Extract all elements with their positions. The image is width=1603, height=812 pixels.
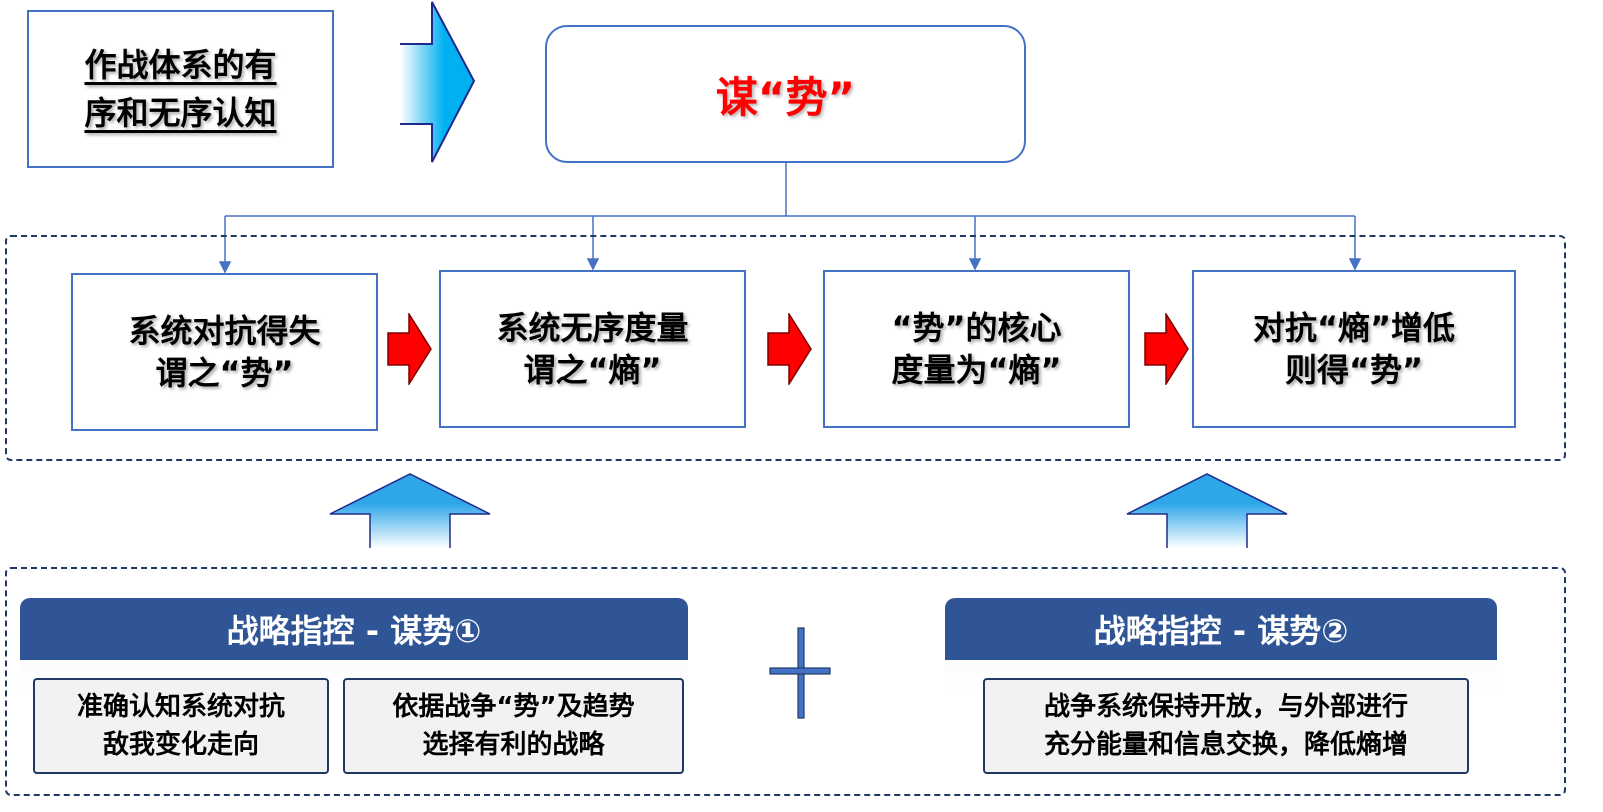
item-line: 准确认知系统对抗 <box>76 692 285 722</box>
step-box-4: 对抗“熵”增低则得“势” <box>1192 270 1516 428</box>
step-4-line2: 则得“势” <box>1284 351 1424 389</box>
concept-line1: 作战体系的有 <box>84 46 277 84</box>
goal-text: 谋“势” <box>715 72 856 122</box>
red-arrow-icon <box>767 313 812 385</box>
step-box-3: “势”的核心度量为“熵” <box>823 270 1130 428</box>
step-box-1: 系统对抗得失谓之“势” <box>71 273 378 431</box>
goal-box: 谋“势” <box>545 25 1026 163</box>
item-line: 充分能量和信息交换，降低熵增 <box>1043 730 1408 760</box>
step-3-line1: “势”的核心 <box>891 309 1062 347</box>
step-2-line1: 系统无序度量 <box>496 309 689 347</box>
up-arrow-icon <box>1126 473 1288 548</box>
item-line: 敌我变化走向 <box>102 730 259 760</box>
concept-line2: 序和无序认知 <box>84 94 277 132</box>
red-arrow-icon <box>387 313 432 385</box>
item-line: 战争系统保持开放，与外部进行 <box>1043 692 1408 722</box>
step-2-line2: 谓之“熵” <box>523 351 662 389</box>
up-arrow-icon <box>329 473 491 548</box>
panel-1-title: 战略指控 - 谋势① <box>20 598 688 660</box>
plus-icon <box>769 627 831 719</box>
panel-1-item-1: 准确认知系统对抗敌我变化走向 <box>33 678 329 774</box>
step-4-line1: 对抗“熵”增低 <box>1252 309 1456 347</box>
step-3-line2: 度量为“熵” <box>891 351 1062 389</box>
panel-1-item-2: 依据战争“势”及趋势选择有利的战略 <box>343 678 684 774</box>
steps-container <box>5 235 1566 461</box>
connector-lines <box>218 163 1362 274</box>
step-box-2: 系统无序度量谓之“熵” <box>439 270 746 428</box>
strategy-container <box>5 567 1566 796</box>
item-line: 选择有利的战略 <box>422 730 605 760</box>
step-1-line2: 谓之“势” <box>155 354 294 392</box>
gradient-right-arrow-icon <box>400 1 476 163</box>
panel-2-item-1: 战争系统保持开放，与外部进行充分能量和信息交换，降低熵增 <box>983 678 1469 774</box>
red-arrow-icon <box>1144 313 1189 385</box>
panel-2-title: 战略指控 - 谋势② <box>945 598 1497 660</box>
item-line: 依据战争“势”及趋势 <box>392 692 635 722</box>
step-1-line1: 系统对抗得失 <box>128 312 321 350</box>
concept-box: 作战体系的有 序和无序认知 <box>27 10 334 168</box>
